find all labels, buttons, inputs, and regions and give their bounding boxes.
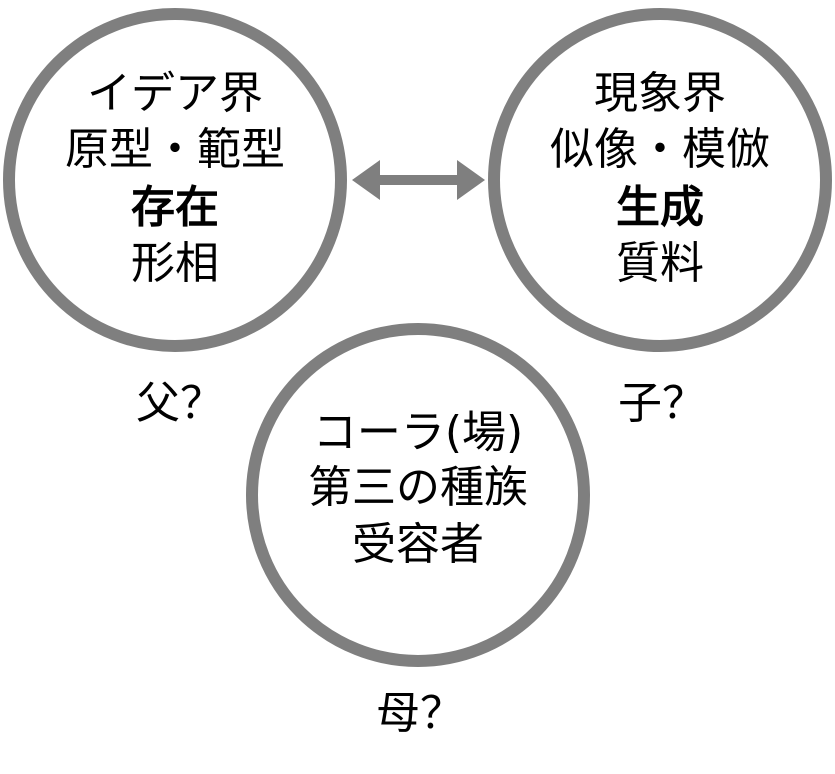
ideas-line-3: 存在 — [131, 182, 219, 233]
phenomena-circle: 現象界 似像・模倣 生成 質料 — [488, 8, 832, 352]
phenomena-line-1: 現象界 — [594, 68, 726, 119]
ideas-line-1: イデア界 — [87, 68, 263, 119]
mother-label: 母？ — [376, 688, 464, 739]
ideas-circle: イデア界 原型・範型 存在 形相 — [3, 8, 347, 352]
ideas-line-2: 原型・範型 — [65, 124, 285, 175]
phenomena-line-3: 生成 — [616, 182, 704, 233]
phenomena-line-4: 質料 — [616, 238, 704, 289]
double-headed-arrow-icon — [352, 160, 485, 200]
chora-circle: コーラ(場) 第三の種族 受容者 — [246, 323, 590, 667]
child-label: 子？ — [618, 378, 706, 429]
chora-line-3: 受容者 — [352, 519, 484, 570]
chora-line-1: コーラ(場) — [313, 407, 523, 458]
chora-line-2: 第三の種族 — [308, 462, 528, 513]
phenomena-line-2: 似像・模倣 — [550, 124, 770, 175]
ideas-line-4: 形相 — [131, 238, 219, 289]
father-label: 父？ — [136, 378, 224, 429]
